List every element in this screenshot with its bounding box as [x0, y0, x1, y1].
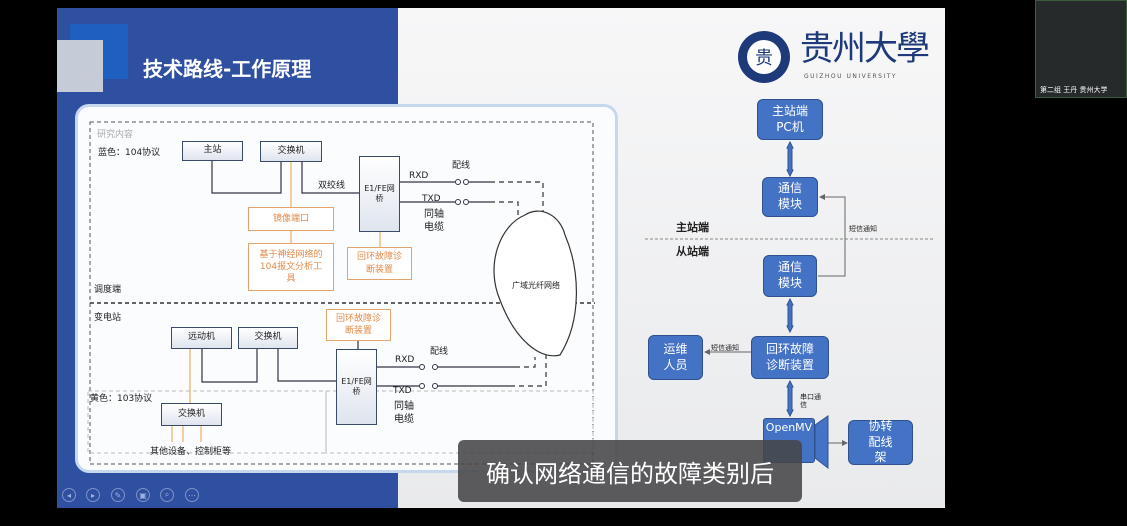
- twisted-pair-label: 双绞线: [318, 181, 346, 191]
- bridge-box: E1/FE网桥: [359, 156, 400, 232]
- dispatch-label: 调度端: [94, 285, 122, 295]
- mirror-port-box: 镜像端口: [248, 207, 334, 231]
- pen-icon[interactable]: ✎: [111, 488, 125, 502]
- participant-video-tile[interactable]: [1035, 0, 1127, 98]
- nn-analysis-tool-box: 基于神经网络的104报文分析工具: [248, 243, 334, 291]
- txd-label: TXD: [393, 386, 412, 396]
- sms-notice-label: 短信通知: [849, 225, 877, 233]
- serial-comm-label: 串口通信: [800, 393, 821, 410]
- blue-protocol-label: 蓝色：104协议: [98, 148, 161, 158]
- screen-icon[interactable]: ▣: [136, 488, 150, 502]
- substation-label: 变电站: [94, 313, 122, 323]
- section-label: 研究内容: [97, 130, 134, 140]
- bridge-box-substation: E1/FE网桥: [336, 349, 377, 425]
- switch-box-substation: 交换机: [238, 327, 298, 349]
- subtitle-caption: 确认网络通信的故障类别后: [458, 440, 802, 502]
- decor-square: [57, 40, 103, 92]
- coax-label: 同轴电缆: [394, 401, 414, 425]
- university-name-logo: 贵州大學: [800, 29, 930, 69]
- loop-device-box: 回环故障诊断装置: [347, 247, 412, 280]
- slave-side-label: 从站端: [676, 245, 709, 258]
- txd-label: TXD: [422, 194, 441, 204]
- zoom-icon[interactable]: ⌕: [160, 488, 174, 502]
- loop-device-flow-box: 回环故障诊断装置: [751, 336, 829, 379]
- university-seal-logo: 贵: [738, 31, 790, 83]
- rxd-label: RXD: [409, 171, 429, 181]
- protocol-frame-box: 协转配线架: [848, 419, 913, 465]
- wiring-label: 配线: [452, 161, 471, 171]
- university-name-en: GUIZHOU UNIVERSITY: [804, 73, 898, 80]
- master-side-label: 主站端: [676, 221, 709, 234]
- next-icon[interactable]: ▸: [86, 488, 100, 502]
- wan-label: 广域光纤网络: [512, 281, 560, 290]
- prev-icon[interactable]: ◂: [62, 488, 76, 502]
- svg-text:贵: 贵: [755, 48, 773, 69]
- comm-module-master: 通信模块: [762, 177, 818, 217]
- participant-name: 第二组 王丹 贵州大学: [1040, 86, 1108, 94]
- switch-box-103: 交换机: [161, 403, 222, 426]
- ops-staff-box: 运维人员: [648, 335, 703, 380]
- comm-module-slave: 通信模块: [763, 255, 817, 297]
- wiring-label: 配线: [430, 347, 449, 357]
- other-devices-label: 其他设备、控制柜等: [150, 447, 232, 457]
- master-pc-box: 主站端PC机: [757, 99, 823, 140]
- sms-notice-label: 短信通知: [711, 344, 739, 352]
- rtu-box: 远动机: [171, 327, 232, 349]
- slide-title: 技术路线-工作原理: [143, 57, 312, 81]
- rxd-label: RXD: [395, 355, 415, 365]
- coax-label: 同轴电缆: [424, 209, 444, 233]
- more-icon[interactable]: ⋯: [185, 488, 199, 502]
- yellow-protocol-label: 黄色：103协议: [90, 394, 153, 404]
- loop-device-box-substation: 回环故障诊断装置: [326, 309, 391, 341]
- switch-box: 交换机: [260, 141, 322, 162]
- master-station-box: 主站: [182, 141, 243, 161]
